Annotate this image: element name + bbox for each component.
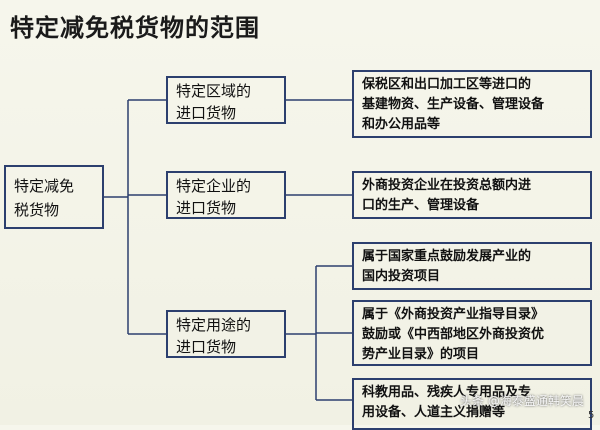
category-special-region: 特定区域的 进口货物 xyxy=(166,76,286,124)
watermark: 头条 @海泰盛通韩笑晨 xyxy=(460,394,584,408)
page-title: 特定减免税货物的范围 xyxy=(10,14,260,42)
category-special-enterprise: 特定企业的 进口货物 xyxy=(166,171,286,219)
detail-enterprise-items: 外商投资企业在投资总额内进 口的生产、管理设备 xyxy=(352,171,592,219)
category-special-use: 特定用途的 进口货物 xyxy=(166,310,286,358)
detail-use-item-2: 属于《外商投资产业指导目录》 鼓励或《中西部地区外商投资优 势产业目录》的项目 xyxy=(352,300,592,366)
root-node: 特定减免 税货物 xyxy=(4,165,104,229)
detail-use-item-1: 属于国家重点鼓励发展产业的 国内投资项目 xyxy=(352,242,592,290)
page-number: 5 xyxy=(588,410,595,421)
detail-region-items: 保税区和出口加工区等进口的 基建物资、生产设备、管理设备 和办公用品等 xyxy=(352,70,592,138)
